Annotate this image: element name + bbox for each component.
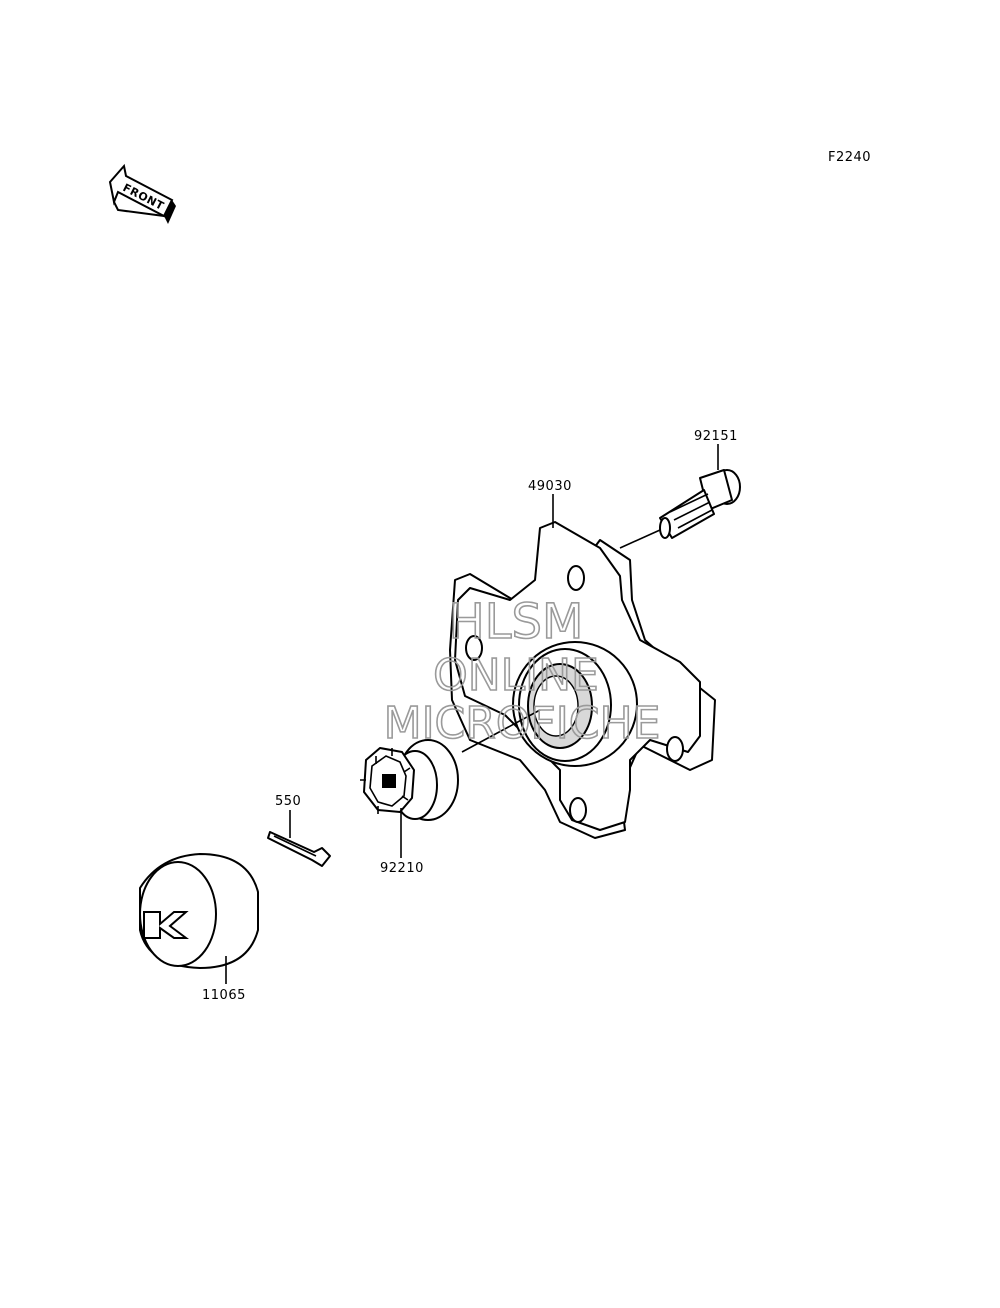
front-arrow-icon: FRONT xyxy=(108,163,176,224)
part-92210-castle-nut xyxy=(360,739,459,821)
part-11065-hub-cap xyxy=(139,853,259,969)
diagram-code: F2240 xyxy=(828,150,871,165)
watermark: HLSM ONLINE MICROFICHE xyxy=(383,593,661,750)
part-label-11065: 11065 xyxy=(202,988,246,1003)
part-label-92210: 92210 xyxy=(380,861,424,876)
part-92151-wheel-stud xyxy=(659,469,741,539)
svg-text:HLSM: HLSM xyxy=(449,594,584,650)
part-49030-hub xyxy=(449,521,716,839)
part-label-550: 550 xyxy=(275,794,301,809)
part-label-49030: 49030 xyxy=(528,479,572,494)
kawasaki-logo-icon xyxy=(143,911,189,939)
svg-text:ONLINE: ONLINE xyxy=(433,650,599,701)
part-label-92151: 92151 xyxy=(694,429,738,444)
part-550-cotter-pin xyxy=(267,831,331,867)
